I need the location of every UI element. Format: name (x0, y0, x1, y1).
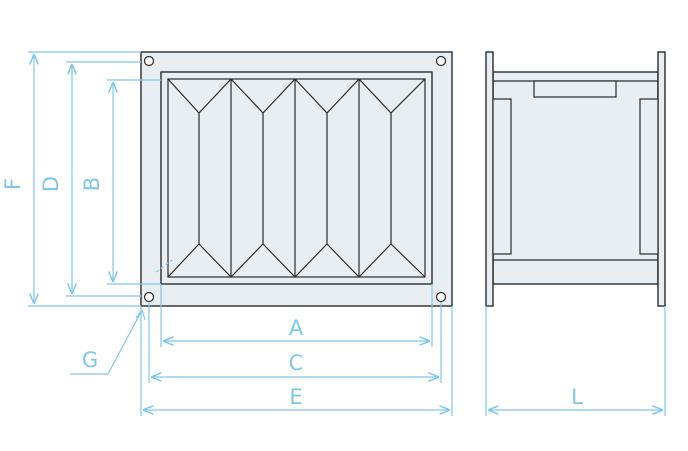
duct-body (492, 71, 659, 285)
label-L: L (571, 385, 583, 409)
label-B: B (80, 177, 104, 191)
label-E: E (289, 385, 302, 409)
actuator-bracket (533, 80, 617, 98)
label-A: A (289, 316, 304, 340)
label-G: G (82, 348, 98, 372)
dimension-labels: F D B A C E L G (1, 176, 583, 409)
right-flange (657, 51, 666, 307)
left-inner-plate (492, 98, 512, 255)
side-view (485, 51, 666, 307)
mounting-hole-tl (143, 55, 155, 67)
louver-blades (167, 78, 426, 278)
mounting-hole-bl (143, 291, 155, 303)
left-flange (485, 51, 494, 307)
dim-G-leader (70, 309, 143, 375)
label-C: C (289, 351, 304, 375)
mounting-hole-br (435, 291, 447, 303)
label-D: D (39, 176, 63, 192)
blade-frame (167, 78, 426, 278)
mounting-hole-tr (435, 55, 447, 67)
label-F: F (1, 178, 25, 190)
dimension-lines (28, 51, 666, 416)
right-inner-plate (639, 98, 659, 255)
front-view (140, 51, 453, 307)
